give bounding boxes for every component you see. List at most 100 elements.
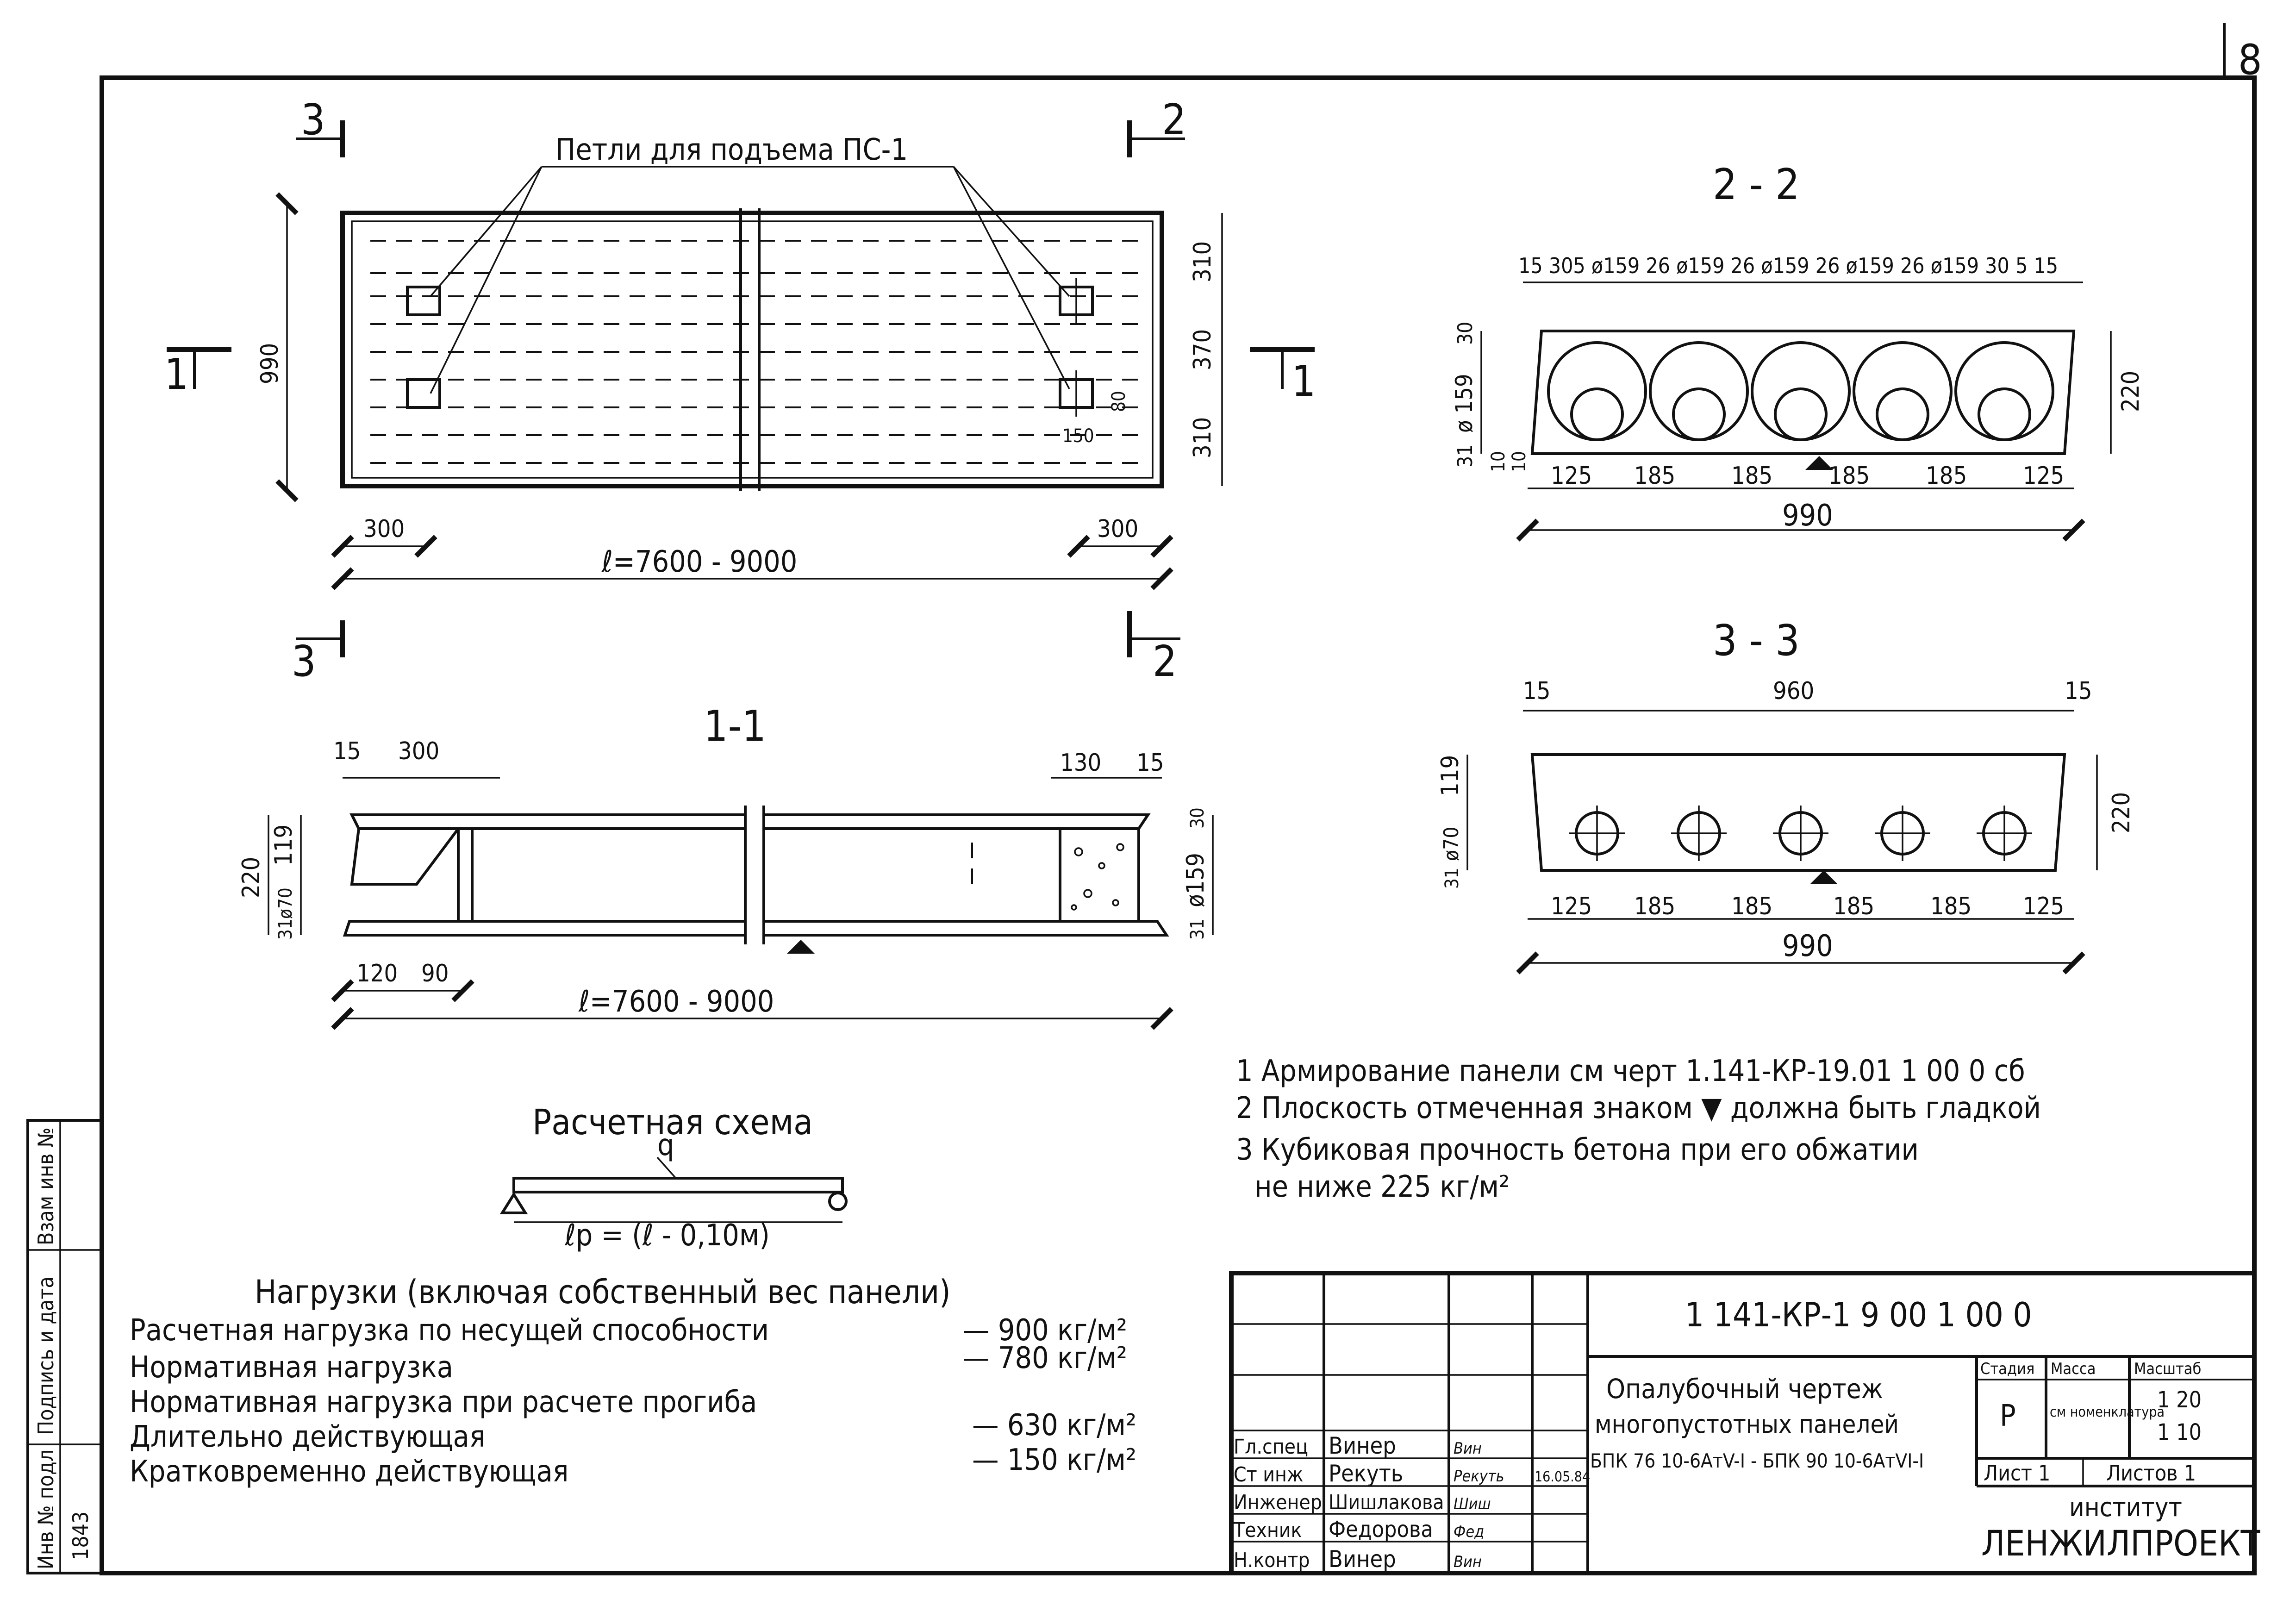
sec11-top-dim: 130 [1060,749,1101,777]
load-value: — 150 кг/м² [972,1443,1136,1477]
rib-dim: 310 [1189,417,1217,458]
note-2: 2 Плоскость отмеченная знаком ▼ должна б… [1236,1091,2041,1125]
lifting-loop [406,378,441,409]
sec33-total-dim: 990 [1782,929,1833,963]
sheets-label: Листов 1 [2106,1461,2196,1486]
sec11-top-dim: 15 [333,737,361,765]
staff-role: Гл.спец [1234,1435,1308,1459]
load-value: — 900 кг/м² [963,1313,1127,1348]
end-dim-right: 300 [1097,515,1138,543]
load-label: Расчетная нагрузка по несущей способност… [130,1313,769,1348]
sec11-bottom-dim: 120 [356,960,398,987]
lifting-loops-label: Петли для подъема ПС-1 [555,133,908,167]
sec33-bottom-dim: 185 [1634,893,1675,920]
sec22-small-dim: 10 [1509,451,1530,472]
sec22-total-dim: 990 [1782,499,1833,533]
section-mark-3-bottom: 3 [292,637,316,686]
loop-offset-v: 80 [1108,391,1129,412]
inventory-number: 1843 [68,1512,93,1560]
staff-signature: Фед [1454,1523,1484,1541]
sec11-left-dim: ø70 [275,887,296,919]
section-mark-1-left: 1 [164,350,189,399]
sec33-left-dim: ø70 [1440,826,1463,861]
sec11-length-dim: ℓ=7600 - 9000 [578,985,774,1019]
section-2-2: 2 - 2 15 305 ø159 26 ø159 26 ø159 26 ø15… [1451,160,2145,542]
sec11-right-dim: 30 [1187,807,1208,829]
section-mark-2-top: 2 [1162,95,1186,144]
plan-width-dim: 990 [256,343,284,384]
load-label: Нормативная нагрузка при расчете прогиба [130,1385,757,1419]
end-dim-left: 300 [363,515,405,543]
sec33-bottom-dim: 125 [1551,893,1592,920]
staff-signature: Вин [1454,1553,1482,1571]
sheet-border [100,75,2257,1575]
staff-name: Винер [1329,1432,1396,1459]
load-value: — 630 кг/м² [972,1408,1136,1443]
sec11-left-dim: 119 [270,824,298,866]
sign-date: 16.05.84 [1535,1469,1590,1485]
section-1-1: 1-1 15 300 130 15 220 119 31 ø70 30 ø159… [237,701,1214,1030]
section-mark-2-bottom: 2 [1153,637,1177,686]
concrete-plug [1059,827,1140,923]
scale-value: 1 20 [2157,1387,2202,1413]
title-block: 1 141-КР-1 9 00 1 00 0 Опалубочный черте… [1229,1271,2261,1575]
sec33-top-dim: 15 [1523,677,1551,705]
sec22-left-dim: ø 159 [1451,374,1478,433]
staff-role: Н.контр [1234,1549,1310,1572]
sec33-outline [1530,753,2066,872]
note-1: 1 Армирование панели см черт 1.141-КР-19… [1236,1054,2025,1088]
sec33-bottom-dim: 185 [1833,893,1874,920]
sec22-outline [1530,330,2076,455]
staff-role: Ст инж [1234,1463,1304,1487]
sec33-height-dim: 220 [2108,792,2135,833]
rib-dim: 310 [1189,241,1217,282]
sec11-top-dim: 300 [398,737,439,765]
sec22-top-dims: 15 305 ø159 26 ø159 26 ø159 26 ø159 26 ø… [1518,253,2058,278]
staff-signature: Рекуть [1454,1467,1504,1486]
span-label: ℓр = (ℓ - 0,10м) [564,1218,770,1253]
sec11-right-dim: ø159 [1182,853,1210,907]
sec33-left-dim: 119 [1436,755,1464,796]
sec33-left-dim: 31 [1441,868,1463,889]
sec33-bottom-dim: 125 [2023,893,2064,920]
scale-value: 1 10 [2157,1419,2202,1445]
sec22-height-dim: 220 [2117,371,2145,412]
plan-length-dim: ℓ=7600 - 9000 [601,545,797,579]
sec11-left-dim: 220 [237,857,265,898]
load-value: — 780 кг/м² [963,1341,1127,1375]
sec22-bottom-dim: 125 [2023,462,2064,490]
section-3-3: 3 - 3 15 960 15 119 ø70 31 220 125 185 1… [1436,616,2135,974]
sec11-right-dim: 31 [1187,918,1208,940]
stage-header: Стадия [1980,1360,2034,1378]
stage-value: Р [2000,1399,2016,1433]
staff-role: Инженер [1234,1491,1322,1514]
note-3-continued: не ниже 225 кг/м² [1254,1170,1510,1204]
sec11-top-dim: 15 [1136,749,1164,777]
smooth-surface-mark [1805,456,1833,470]
staff-signature: Вин [1454,1439,1482,1458]
loads-title: Нагрузки (включая собственный вес панели… [255,1273,951,1311]
sec11-left-dim: 31 [275,918,296,940]
load-label: q [657,1128,674,1162]
load-label: Кратковременно действующая [130,1455,568,1489]
calc-scheme-title: Расчетная схема [532,1101,813,1143]
sec22-bottom-dim: 185 [1731,462,1772,490]
sheet-label: Лист 1 [1984,1461,2050,1486]
smooth-surface-mark [1810,870,1838,884]
sec33-top-dim: 960 [1773,677,1814,705]
sec33-top-dim: 15 [2065,677,2092,705]
mass-value: см номенклатура [2050,1404,2165,1420]
lifting-loop [406,286,441,316]
scale-header: Масштаб [2134,1360,2201,1378]
sec33-bottom-dim: 185 [1930,893,1972,920]
drawing-name: Опалубочный чертеж [1606,1373,1883,1405]
section-2-2-title: 2 - 2 [1713,160,1800,209]
org-line-1: институт [2069,1493,2182,1523]
org-line-2: ЛЕНЖИЛПРОЕКТ [1981,1523,2261,1564]
staff-name: Шишлакова [1329,1491,1444,1514]
sec11-bottom-dim: 90 [421,960,449,987]
plan-outline [340,211,1164,488]
page-number: 8 [2238,36,2262,84]
section-3-3-title: 3 - 3 [1713,616,1800,665]
